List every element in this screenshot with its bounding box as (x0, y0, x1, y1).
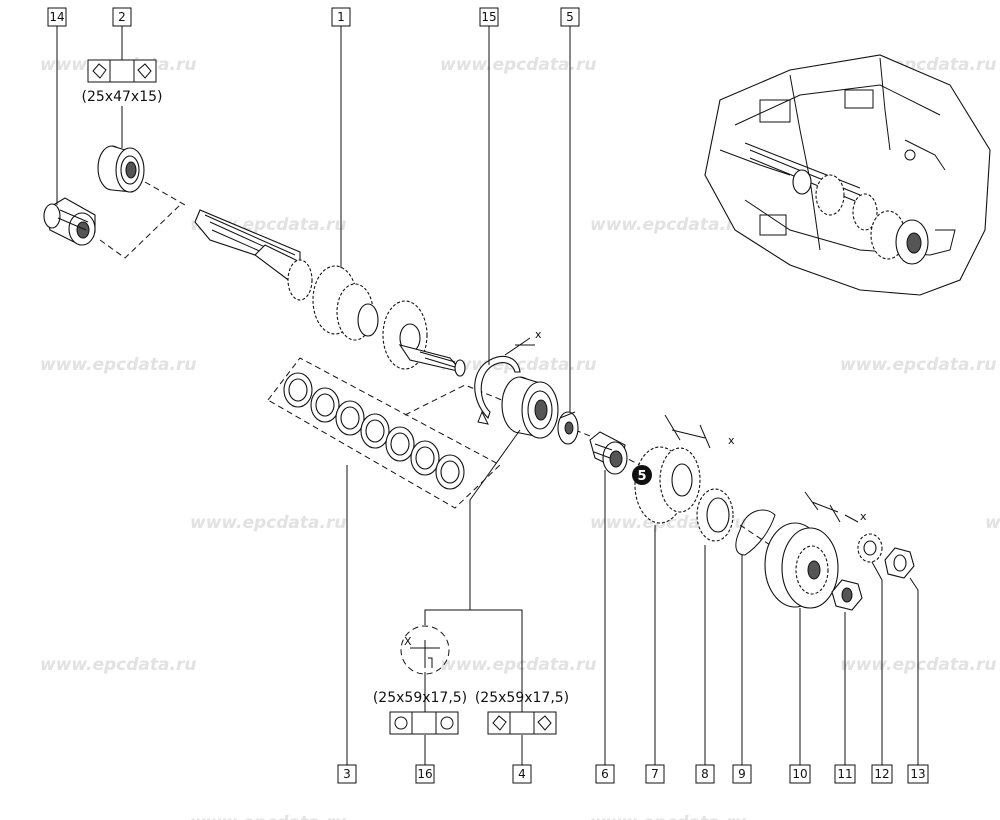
callout-14: 14 (47, 7, 67, 27)
watermark-text: www.epcdata.ru (40, 355, 196, 375)
svg-text:x: x (860, 510, 867, 523)
callout-1: 1 (331, 7, 351, 27)
svg-text:6: 6 (601, 767, 609, 781)
callout-8: 8 (695, 764, 715, 784)
ball-bearing-part-4 (501, 376, 559, 439)
svg-text:11: 11 (837, 767, 852, 781)
synchro-ring-part-8 (696, 488, 734, 542)
callout-15: 15 (479, 7, 499, 27)
bearing-symbol-16: (25x59x17,5) (373, 690, 467, 735)
watermark-text: www.epcdata.ru (40, 655, 196, 675)
callout-6: 6 (595, 764, 615, 784)
bearing-symbol-4: (25x59x17,5) (475, 690, 569, 735)
ball-bearing-part-2 (97, 145, 145, 193)
assembly-axis (404, 384, 576, 431)
svg-text:7: 7 (651, 767, 659, 781)
fifth-gear-part-7: 5 (632, 446, 701, 524)
svg-text:8: 8 (701, 767, 709, 781)
dimension-label: (25x47x15) (82, 89, 163, 105)
callout-4: 4 (512, 764, 532, 784)
callout-16: 16 (415, 764, 435, 784)
synchro-hub-part-10 (764, 522, 839, 609)
svg-text:9: 9 (738, 767, 746, 781)
bearing-symbol-2: (25x47x15) (82, 59, 163, 105)
svg-text:10: 10 (792, 767, 807, 781)
x-dimension-circlip: x (504, 328, 542, 356)
circlip-part-15 (474, 355, 521, 425)
watermark-text: www.epcdata.ru (840, 355, 996, 375)
callout-7: 7 (645, 764, 665, 784)
svg-text:1: 1 (337, 10, 345, 24)
watermark-text: www.epcdata.ru (190, 513, 346, 533)
nut-part-13 (884, 547, 915, 579)
svg-text:X: X (404, 635, 412, 648)
svg-text:12: 12 (874, 767, 889, 781)
assembly-axis (739, 524, 771, 546)
x-dimension-gear: x (664, 414, 735, 449)
svg-text:x: x (728, 434, 735, 447)
callout-2: 2 (112, 7, 132, 27)
dimension-label: (25x59x17,5) (373, 690, 467, 706)
watermark-text: www.epcdata.ru (440, 655, 596, 675)
shim-set-part-3 (267, 357, 501, 509)
snap-ring-groove-detail: X (400, 625, 450, 675)
svg-text:16: 16 (417, 767, 432, 781)
input-shaft-part-1 (194, 209, 466, 377)
svg-text:5: 5 (566, 10, 574, 24)
callout-5: 5 (560, 7, 580, 27)
svg-text:x: x (535, 328, 542, 341)
nut-part-11 (831, 579, 863, 611)
gear-number-badge: 5 (637, 469, 646, 484)
gearbox-housing-illustration (704, 54, 991, 296)
callout-12: 12 (871, 764, 893, 784)
callout-11: 11 (834, 764, 856, 784)
callout-13: 13 (907, 764, 929, 784)
watermark-text: www.epcdata.ru (590, 813, 746, 820)
callout-10: 10 (789, 764, 811, 784)
watermark-text: www.epcdata.ru (985, 513, 1000, 533)
needle-bearing-part-6 (589, 431, 628, 475)
callout-3: 3 (337, 764, 357, 784)
svg-text:15: 15 (481, 10, 496, 24)
callout-9: 9 (732, 764, 752, 784)
lock-washer-part-12 (857, 533, 883, 563)
dimension-label: (25x59x17,5) (475, 690, 569, 706)
thrust-washer-part-5 (557, 411, 579, 445)
svg-text:13: 13 (910, 767, 925, 781)
watermark-text: www.epcdata.ru (440, 55, 596, 75)
x-dimension-nut: x (804, 491, 867, 523)
leader-lines (56, 26, 919, 765)
svg-text:14: 14 (49, 10, 64, 24)
watermark-text: www.epcdata.ru (590, 215, 746, 235)
svg-text:3: 3 (343, 767, 351, 781)
assembly-axis (99, 181, 186, 259)
watermark-text: www.epcdata.ru (190, 813, 346, 820)
needle-bearing-part-14 (43, 197, 96, 246)
svg-text:4: 4 (518, 767, 526, 781)
svg-text:2: 2 (118, 10, 126, 24)
spring-clip-part-9 (735, 509, 776, 556)
